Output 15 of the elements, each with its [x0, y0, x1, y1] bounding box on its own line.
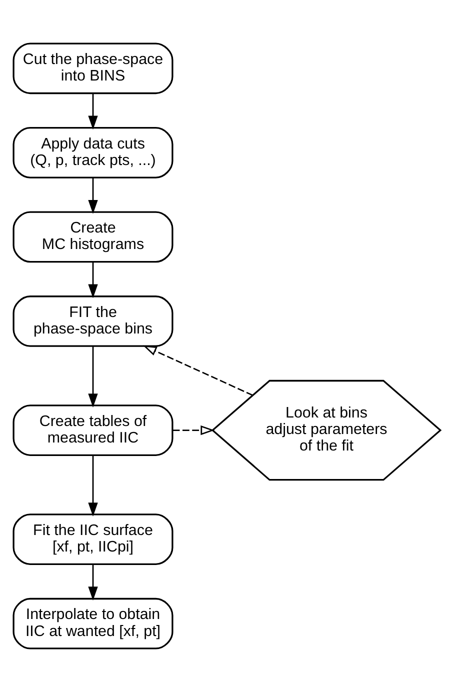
node-box: Cut the phase-space into BINS — [12, 42, 174, 94]
arrow — [172, 425, 215, 436]
arrow — [88, 455, 98, 517]
arrow — [88, 93, 98, 130]
node-box: Interpolate to obtain IIC at wanted [xf, pt] — [12, 598, 174, 650]
node-box: Fit the IIC surface [xf, pt, IICpi] — [12, 514, 174, 566]
node-box: Create MC histograms — [12, 211, 174, 263]
arrow — [88, 346, 98, 408]
node-box: FIT the phase-space bins — [12, 296, 174, 347]
node-box: Apply data cuts (Q, p, track pts, ...) — [12, 126, 174, 178]
node-box: Create tables of measured IIC — [12, 404, 174, 456]
arrow — [88, 178, 98, 214]
arrow — [142, 345, 253, 396]
arrow — [88, 262, 98, 298]
arrow — [88, 564, 98, 600]
